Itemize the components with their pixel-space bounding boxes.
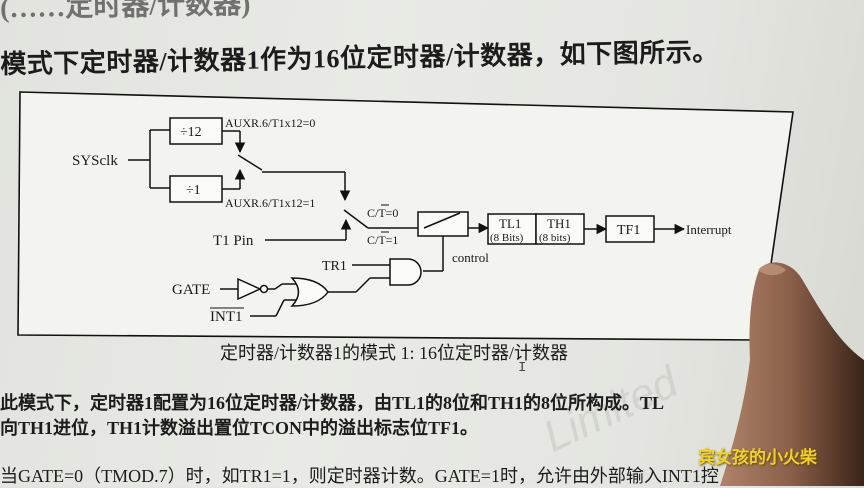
tl1-label: TL1 xyxy=(499,216,521,231)
video-overlay-caption: 宾女孩的小火柴 xyxy=(698,448,817,468)
tr1-label: TR1 xyxy=(322,259,347,274)
tf1-label: TF1 xyxy=(617,223,640,238)
or-gate xyxy=(290,277,329,307)
interrupt-label: Interrupt xyxy=(686,222,732,237)
body-line-1: 此模式下，定时器1配置为16位定时器/计数器，由TL1的8位和TH1的8位所构成… xyxy=(0,393,665,413)
tl1-register xyxy=(487,213,537,245)
sysclk-label: SYSclk xyxy=(72,153,118,169)
divide-by-1-box xyxy=(169,175,223,203)
div12-label: ÷12 xyxy=(180,125,202,140)
control-label: control xyxy=(452,250,489,265)
auxr-t1x12-1-label: AUXR.6/T1x12=1 xyxy=(225,196,315,210)
th1-label: TH1 xyxy=(547,216,571,231)
div1-label: ÷1 xyxy=(186,183,201,198)
ct-0-label: C/T=0 xyxy=(367,206,398,220)
tl1-bits-label: (8 Bits) xyxy=(490,232,524,244)
th1-bits-label: (8 bits) xyxy=(539,232,571,244)
body-line-2: 向TH1进位，TH1计数溢出置位TCON中的溢出标志位TF1。 xyxy=(0,418,479,438)
t1-pin-label: T1 Pin xyxy=(213,233,254,249)
th1-register xyxy=(535,213,585,245)
auxr-t1x12-0-label: AUXR.6/T1x12=0 xyxy=(225,116,315,130)
and-gate xyxy=(389,258,422,286)
body-line-3: 当GATE=0（TMOD.7）时，如TR1=1，则定时器计数。GATE=1时，允… xyxy=(0,466,719,486)
int1-label: INT1 xyxy=(210,309,243,325)
figure-caption: 定时器/计数器1的模式 1: 16位定时器/计数器 xyxy=(220,343,569,363)
ct-1-label: C/T=1 xyxy=(367,233,398,247)
gate-label: GATE xyxy=(172,282,210,298)
text-cursor-icon: I xyxy=(518,360,527,376)
